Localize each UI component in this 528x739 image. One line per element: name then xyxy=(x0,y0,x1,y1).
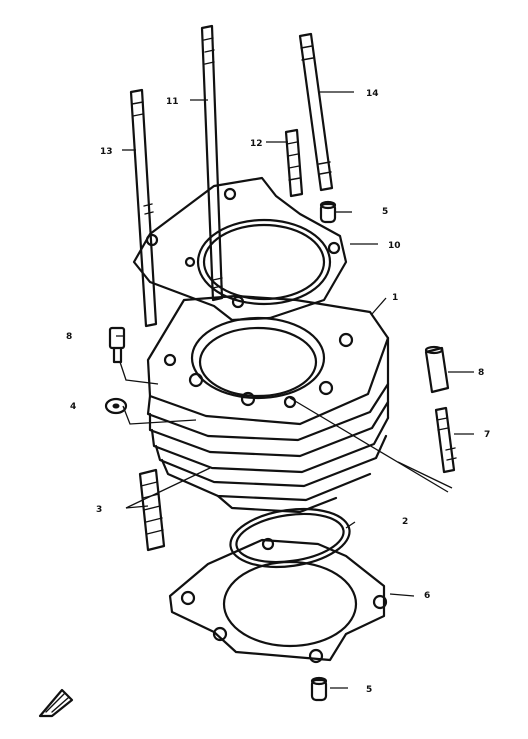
callout-2: 2 xyxy=(402,517,408,527)
callout-12: 12 xyxy=(250,139,263,149)
callout-5-lower: 5 xyxy=(366,685,372,695)
callout-10: 10 xyxy=(388,241,401,251)
callout-6: 6 xyxy=(424,591,430,601)
stud-12 xyxy=(284,128,304,198)
stud-14 xyxy=(298,32,334,192)
dowel-pin-lower xyxy=(310,676,328,702)
callout-7: 7 xyxy=(484,430,490,440)
callout-8-right: 8 xyxy=(478,368,484,378)
callout-5-upper: 5 xyxy=(382,207,388,217)
callout-13: 13 xyxy=(100,147,113,157)
bolt-left xyxy=(108,326,126,364)
callout-11: 11 xyxy=(166,97,179,107)
dowel-pin-upper xyxy=(319,200,337,224)
callout-14: 14 xyxy=(366,89,379,99)
callout-4: 4 xyxy=(70,402,76,412)
callout-8-left: 8 xyxy=(66,332,72,342)
o-ring xyxy=(229,507,351,569)
base-gasket xyxy=(168,537,388,664)
head-gasket xyxy=(132,176,348,322)
cylinder-block xyxy=(146,294,390,514)
callout-3: 3 xyxy=(96,505,102,515)
front-direction-arrow xyxy=(38,688,74,718)
washer xyxy=(104,397,128,415)
leader-lines xyxy=(116,91,474,689)
callout-1: 1 xyxy=(392,293,398,303)
stud-7 xyxy=(434,406,457,474)
sleeve-right xyxy=(424,345,450,394)
knurled-sleeve xyxy=(138,468,166,552)
stud-13 xyxy=(129,88,158,328)
